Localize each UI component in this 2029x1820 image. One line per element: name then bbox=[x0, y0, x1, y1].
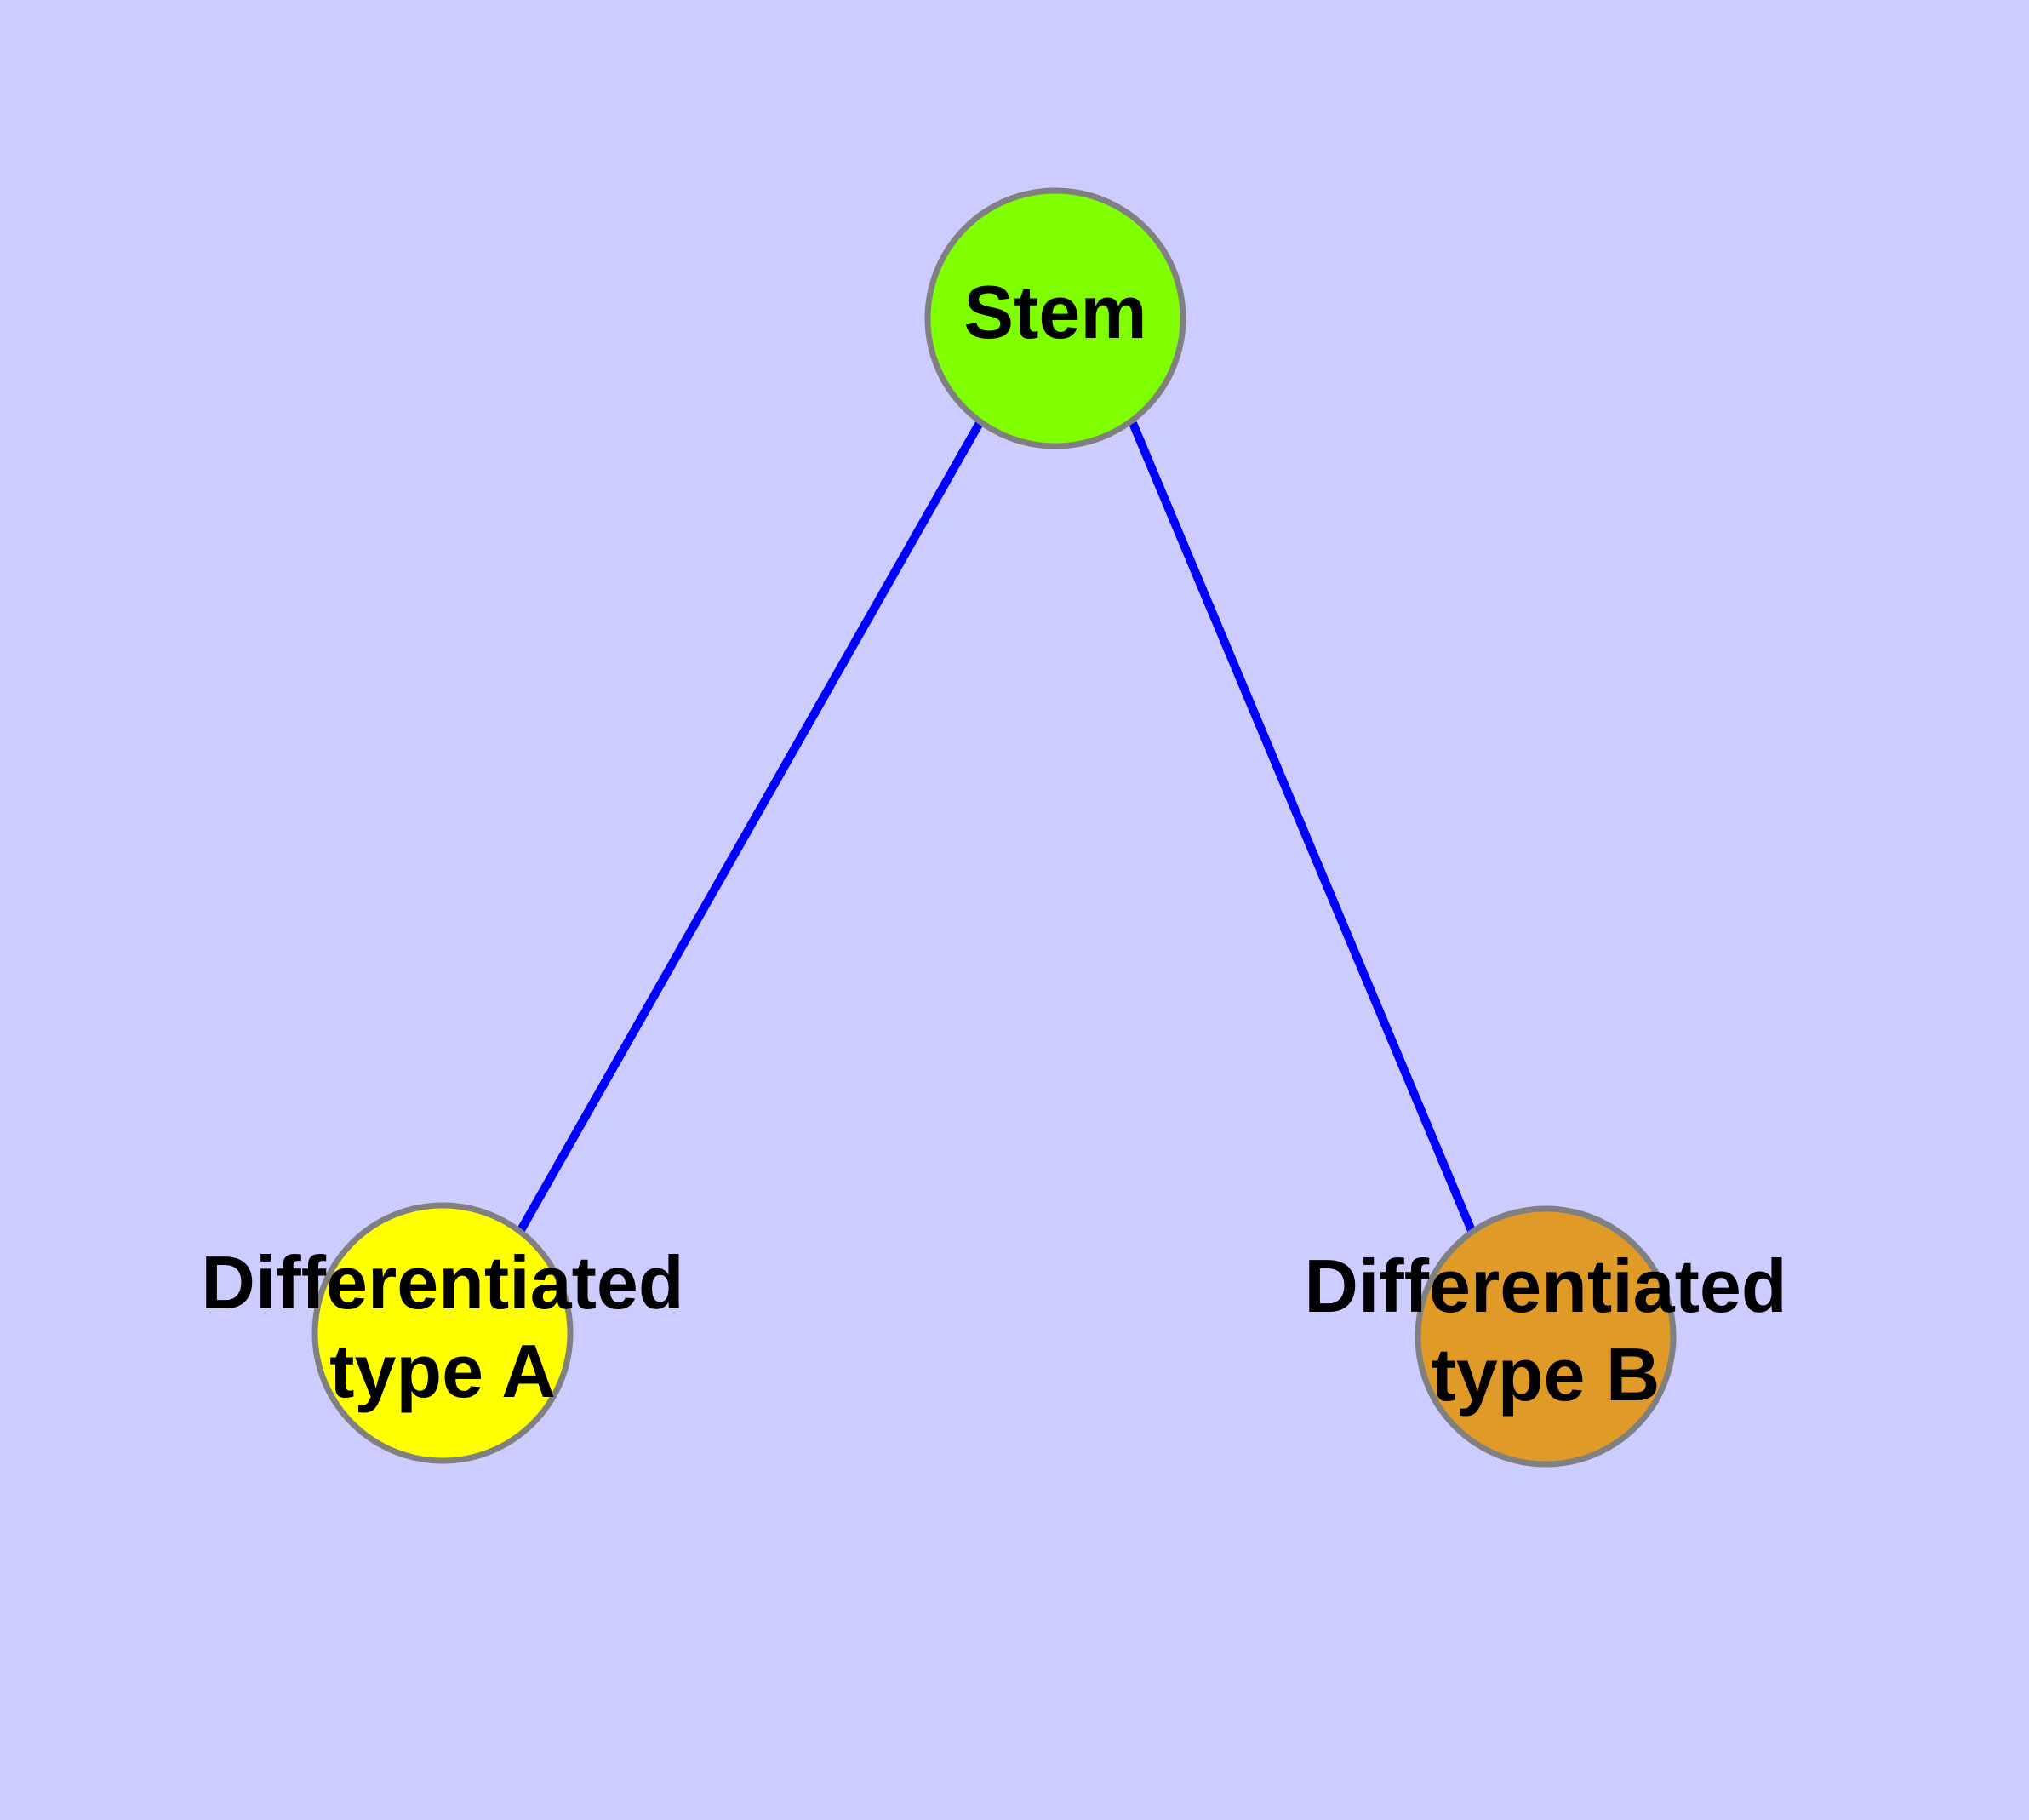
node-label-line: Differentiated bbox=[1304, 1244, 1786, 1328]
node-label-line: type A bbox=[329, 1329, 556, 1413]
node-label-line: Differentiated bbox=[201, 1240, 683, 1325]
edges-group bbox=[517, 419, 1477, 1234]
node-diff-type-a[interactable] bbox=[311, 1202, 574, 1464]
edge-stem-to-b bbox=[1129, 421, 1477, 1234]
node-label-stem: Stem bbox=[963, 270, 1146, 354]
node-stem[interactable] bbox=[924, 187, 1186, 449]
nodes-group bbox=[311, 187, 1677, 1468]
node-diff-type-b[interactable] bbox=[1415, 1205, 1677, 1468]
node-label-line: Stem bbox=[963, 270, 1146, 354]
node-label-line: type B bbox=[1432, 1332, 1660, 1417]
edge-stem-to-a bbox=[517, 419, 985, 1233]
